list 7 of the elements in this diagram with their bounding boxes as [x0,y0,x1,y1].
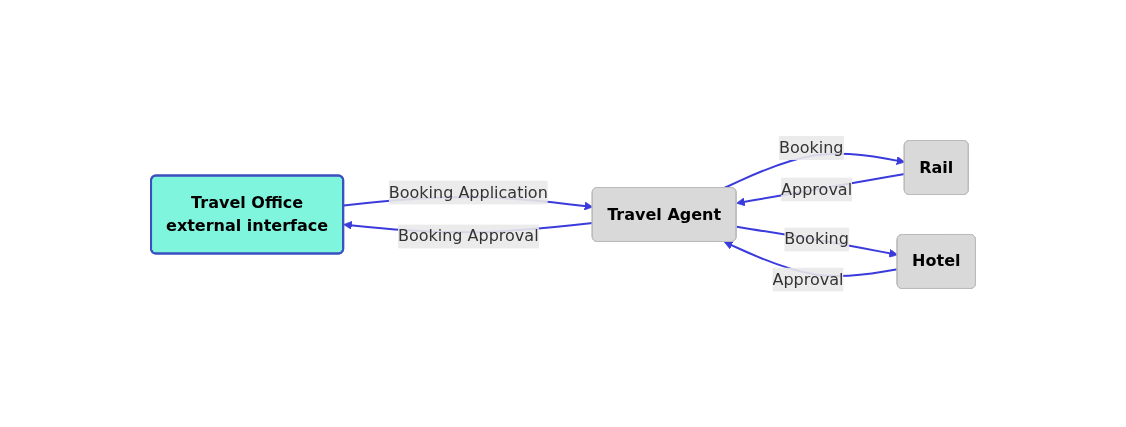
edge-label: Booking [778,137,844,157]
edge-label: Booking Approval [397,226,539,246]
edge-label: Booking [784,229,849,249]
edge-label: Booking Application [388,182,548,202]
edge-label: Approval [772,269,844,289]
arrow [735,225,898,258]
edge-label: Approval [780,179,852,199]
